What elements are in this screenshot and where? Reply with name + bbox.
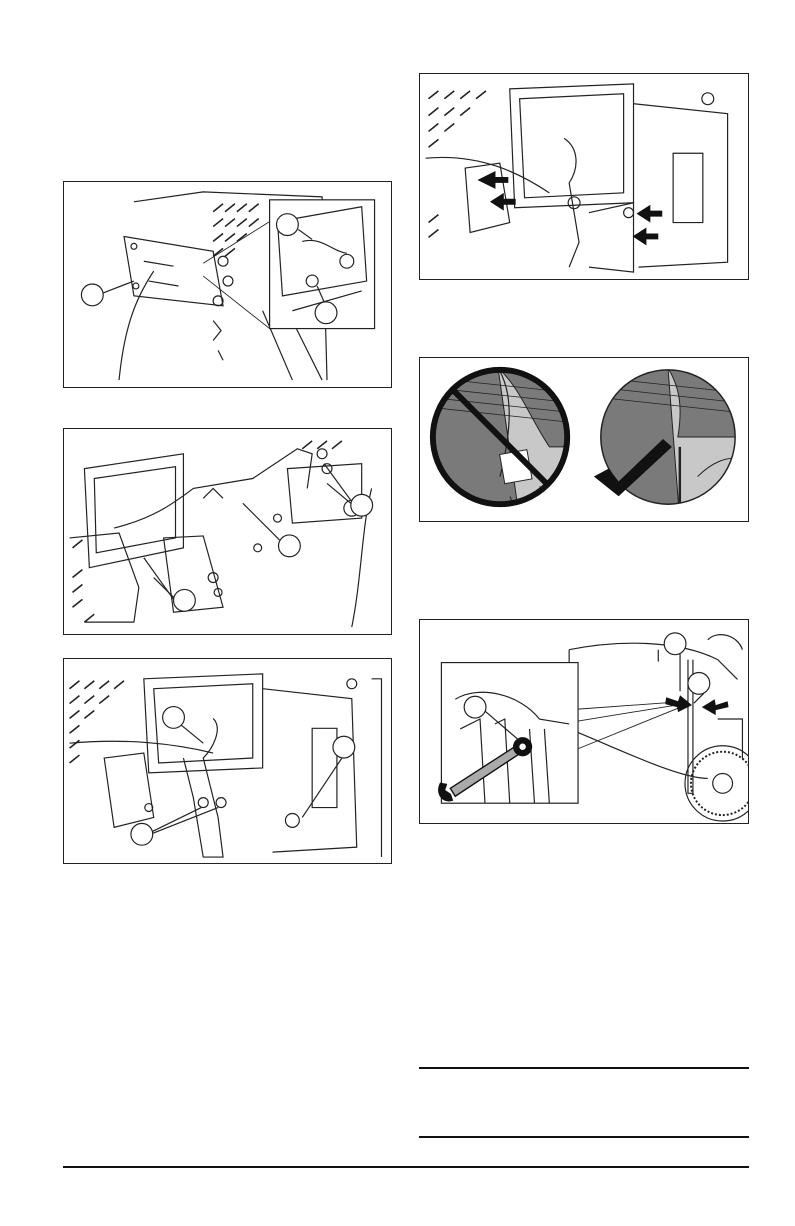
figure-adjustment-wrench: [419, 619, 749, 824]
figure-latch-assembly: [63, 658, 392, 864]
separator-rule-upper: [419, 1067, 749, 1069]
separator-rule-lower: [419, 1136, 749, 1138]
latch-assembly-illustration: [64, 659, 391, 863]
figure-bracket-rod: [63, 428, 392, 635]
figure-bolt-locations: [419, 73, 749, 280]
adjustment-wrench-illustration: [420, 620, 748, 823]
arrow-icon: [665, 695, 728, 715]
figure-correct-incorrect: [419, 357, 749, 522]
callout-circle-3: [315, 302, 337, 324]
correct-incorrect-illustration: [420, 358, 748, 521]
footer-rule: [63, 1166, 749, 1168]
bolt-locations-illustration: [420, 74, 748, 279]
bracket-rod-illustration: [64, 429, 391, 634]
bracket-mounting-illustration: [64, 182, 391, 387]
figure-bracket-mounting: [63, 181, 392, 388]
callout-circle-2: [277, 214, 299, 236]
callout-circle-1: [81, 284, 103, 306]
